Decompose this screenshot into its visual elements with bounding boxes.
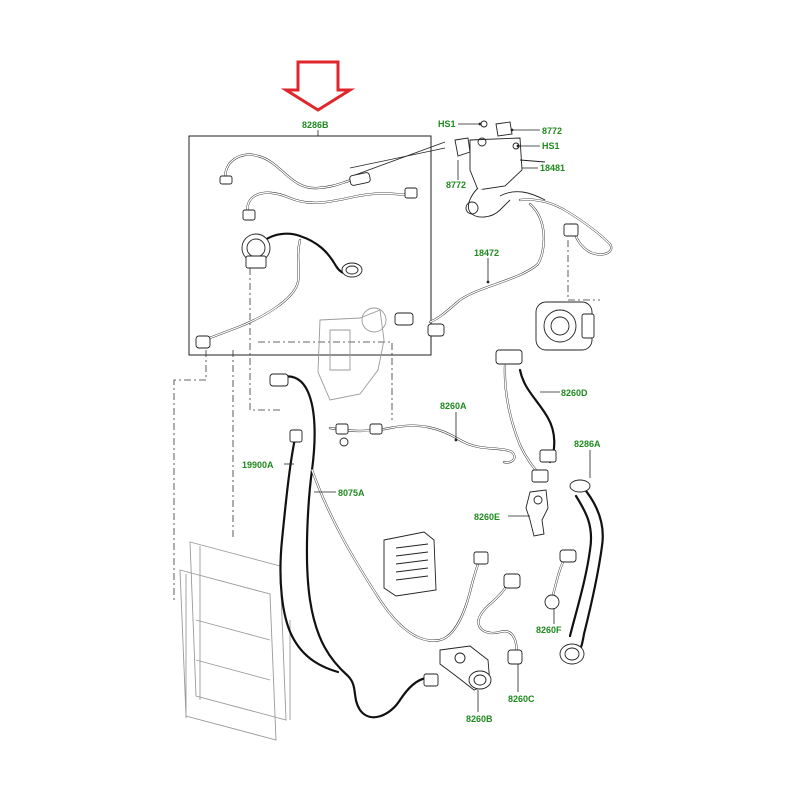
label-8260D: 8260D xyxy=(561,388,588,398)
label-8075A: 8075A xyxy=(338,488,365,498)
hose-18472 xyxy=(394,198,613,337)
leader-lines xyxy=(284,122,591,712)
hose-8260D xyxy=(495,349,557,483)
label-8286B: 8286B xyxy=(302,120,329,130)
label-8260E: 8260E xyxy=(474,512,500,522)
hose-8260F xyxy=(544,549,577,610)
hose-8260C xyxy=(477,573,523,665)
part-labels: 8286B HS1 8772 HS1 18481 8772 18472 8260… xyxy=(242,119,601,724)
radiator-ghost xyxy=(179,541,291,741)
label-8772-left: 8772 xyxy=(446,180,466,190)
engine-ghost xyxy=(317,307,387,401)
label-8260F: 8260F xyxy=(536,625,562,635)
hose-8260A xyxy=(328,423,516,464)
label-19900A: 19900A xyxy=(242,460,274,470)
highlight-arrow xyxy=(280,60,356,112)
oil-cooler xyxy=(383,531,437,597)
label-8260B: 8260B xyxy=(466,714,493,724)
hose-8286B-group xyxy=(195,141,446,349)
connector-8260E xyxy=(525,489,549,537)
label-18481: 18481 xyxy=(540,163,565,173)
hose-8286A xyxy=(559,479,604,665)
hose-8075A xyxy=(269,373,489,719)
label-8772-right: 8772 xyxy=(542,126,562,136)
housing-8260B xyxy=(439,645,492,691)
label-hs1-right: HS1 xyxy=(542,141,560,151)
throttle-body xyxy=(535,301,595,351)
label-8286A: 8286A xyxy=(574,439,601,449)
label-8260C: 8260C xyxy=(508,694,535,704)
part-8286B-box xyxy=(188,135,432,356)
label-18472: 18472 xyxy=(474,248,499,258)
label-hs1-top: HS1 xyxy=(438,119,456,129)
bracket-18481 xyxy=(454,120,546,218)
label-8260A: 8260A xyxy=(440,401,467,411)
